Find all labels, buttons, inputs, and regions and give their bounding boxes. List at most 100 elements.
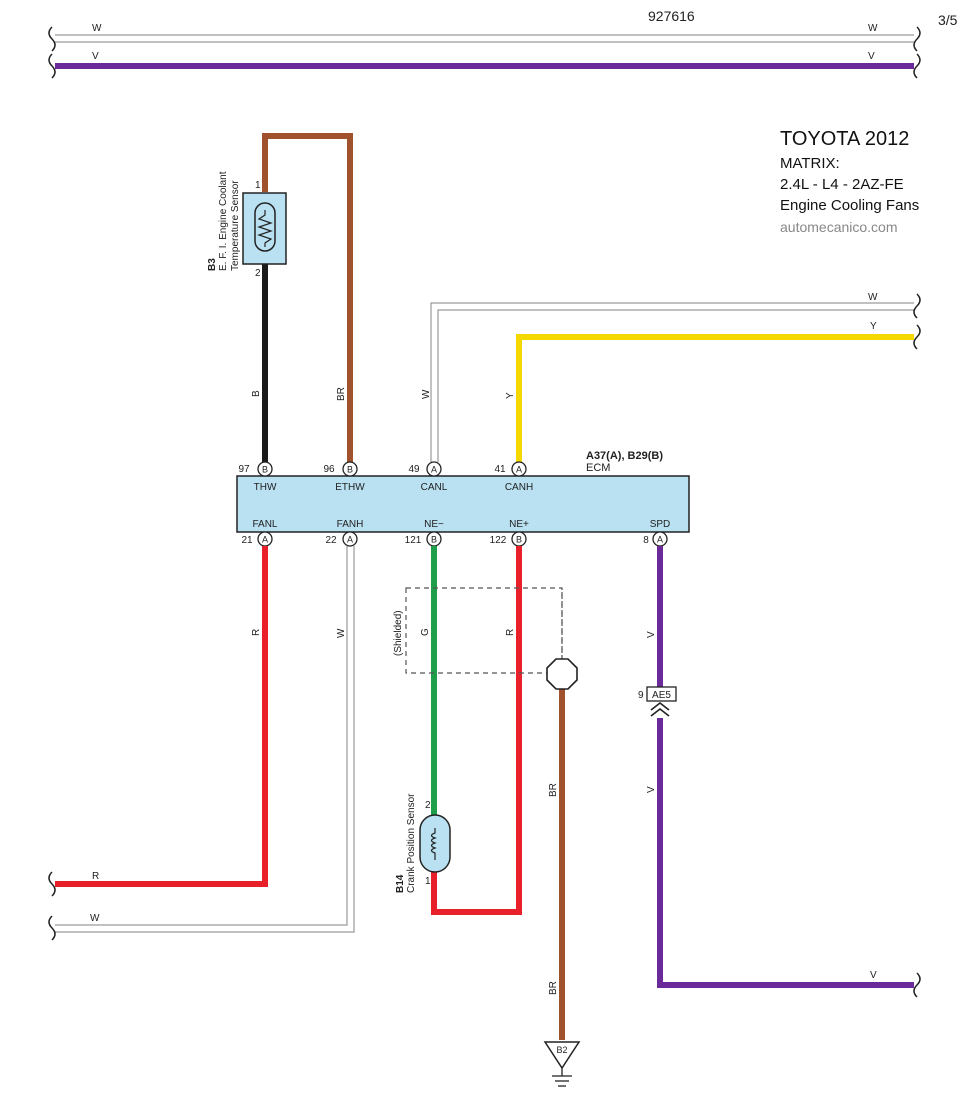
wire-label-top-w-left: W <box>92 23 102 34</box>
ecm-pin-canl-name: CANL <box>421 482 448 493</box>
ecm-pin-ne-plus: B 122 NE+ <box>490 519 529 547</box>
ecm-pin-canl-num: 49 <box>408 464 420 475</box>
connector-ae5-pin: 9 <box>638 690 644 701</box>
ecm-pin-spd-num: 8 <box>643 535 649 546</box>
ecm-pin-ne-plus-conn: B <box>516 535 522 545</box>
connector-ae5-code: AE5 <box>652 690 671 701</box>
break-mark-r-left <box>48 871 56 897</box>
top-w-wire <box>55 34 914 43</box>
b14-pin-1: 1 <box>425 876 431 887</box>
shield-label: (Shielded) <box>393 610 404 656</box>
title-engine: 2.4L - L4 - 2AZ-FE <box>780 176 904 193</box>
ecm-pin-canh-name: CANH <box>505 482 533 493</box>
ecm-pin-fanl-conn: A <box>262 535 268 545</box>
connector-ae5-mate-upper <box>650 701 670 711</box>
b3-name-line2: Temperature Sensor <box>230 180 241 271</box>
break-mark-top-v-right <box>913 53 921 79</box>
wire-label-v-spd: V <box>646 631 657 638</box>
thermistor-symbol <box>254 202 276 252</box>
break-mark-w-left <box>48 915 56 941</box>
ecm-pin-thw-name: THW <box>254 482 277 493</box>
ecm-pin-ne-minus-name: NE− <box>424 519 444 530</box>
wire-y-canh <box>516 334 914 462</box>
wire-label-v-lower: V <box>646 786 657 793</box>
ecm-body <box>236 475 690 533</box>
wire-v-lower <box>657 718 914 988</box>
break-mark-top-w-right <box>913 26 921 52</box>
ecm-name: ECM <box>586 462 610 474</box>
wire-label-w-canl: W <box>421 389 432 399</box>
wire-label-top-v-right: V <box>868 51 875 62</box>
ecm-pin-ne-plus-num: 122 <box>490 535 507 546</box>
ecm-pin-canh: A 41 CANH <box>494 461 533 493</box>
ecm-pin-ne-minus: B 121 NE− <box>405 519 444 547</box>
ground-b2-code: B2 <box>556 1045 567 1055</box>
ecm-pin-fanh-num: 22 <box>325 535 337 546</box>
ecm-pin-ethw: B 96 ETHW <box>323 461 365 493</box>
crank-position-sensor <box>419 814 451 873</box>
b3-pin-1: 1 <box>255 180 261 191</box>
sheet-number: 3/5 <box>938 12 958 28</box>
b14-pin-2: 2 <box>425 800 431 811</box>
ecm-pin-canh-conn: A <box>516 465 522 475</box>
coil-symbol <box>430 828 437 860</box>
title-make-year: TOYOTA 2012 <box>780 128 909 150</box>
ecm-pin-ne-plus-name: NE+ <box>509 519 529 530</box>
ground-b2: B2 <box>543 1041 581 1087</box>
break-mark-y-right <box>913 324 921 350</box>
wire-label-r-fanl: R <box>251 629 262 636</box>
ecm-pin-fanh-name: FANH <box>337 519 364 530</box>
ecm-pin-fanh-conn: A <box>347 535 353 545</box>
ecm-pin-thw: B 97 THW <box>238 461 277 493</box>
page-code: 927616 <box>648 8 695 24</box>
title-system: Engine Cooling Fans <box>780 197 919 214</box>
b3-name-line1: E. F. I. Engine Coolant <box>218 171 229 271</box>
ecm-pin-spd-conn: A <box>657 535 663 545</box>
coolant-temp-sensor <box>242 192 287 265</box>
wire-label-v-right: V <box>870 970 877 981</box>
break-mark-v-right <box>913 972 921 998</box>
ecm-pin-fanl-name: FANL <box>252 519 277 530</box>
wire-label-g-ne: G <box>420 628 431 636</box>
wire-label-r-ne: R <box>505 629 516 636</box>
ecm-pin-spd-name: SPD <box>650 519 671 530</box>
shield-ground-junction <box>546 658 578 690</box>
ecm-pin-ethw-conn: B <box>347 465 353 475</box>
wire-label-r-left: R <box>92 871 99 882</box>
wire-label-w-left: W <box>90 913 100 924</box>
wire-r-ne <box>431 546 522 915</box>
ecm-pin-ethw-num: 96 <box>323 464 335 475</box>
break-mark-top-w-left <box>48 26 56 52</box>
wire-label-br-sensor: BR <box>336 387 347 401</box>
break-mark-top-v-left <box>48 53 56 79</box>
wire-label-b: B <box>251 390 262 397</box>
ecm-pin-canl: A 49 CANL <box>408 461 448 493</box>
wire-w-canl <box>430 302 914 462</box>
ecm-pin-fanh: A 22 FANH <box>325 519 364 547</box>
break-mark-w-right <box>913 293 921 319</box>
wire-label-y-right: Y <box>870 321 877 332</box>
ecm-pin-canl-conn: A <box>431 465 437 475</box>
b14-code: B14 <box>395 874 406 893</box>
ecm-pin-ne-minus-conn: B <box>431 535 437 545</box>
wire-br-sensor-loop <box>262 133 353 462</box>
wire-label-top-v-left: V <box>92 51 99 62</box>
connector-ae5: AE5 9 <box>638 686 677 717</box>
ecm-pin-thw-conn: B <box>262 465 268 475</box>
wire-label-w-fanh: W <box>336 628 347 638</box>
wire-w-fanh <box>55 546 355 933</box>
wire-r-fanl <box>55 546 268 887</box>
b3-pin-2: 2 <box>255 268 261 279</box>
title-model: MATRIX: <box>780 155 840 172</box>
b14-name: Crank Position Sensor <box>406 793 417 893</box>
wire-label-w-right: W <box>868 292 878 303</box>
connector-ae5-mate-lower <box>650 707 670 717</box>
wire-label-y-canh: Y <box>505 392 516 399</box>
ecm-pin-spd: A 8 SPD <box>643 519 671 547</box>
ecm-pin-ne-minus-num: 121 <box>405 535 422 546</box>
ecm-pin-thw-num: 97 <box>238 464 250 475</box>
wire-label-top-w-right: W <box>868 23 878 34</box>
wire-label-br-shield: BR <box>548 783 559 797</box>
b3-code: B3 <box>207 258 218 271</box>
